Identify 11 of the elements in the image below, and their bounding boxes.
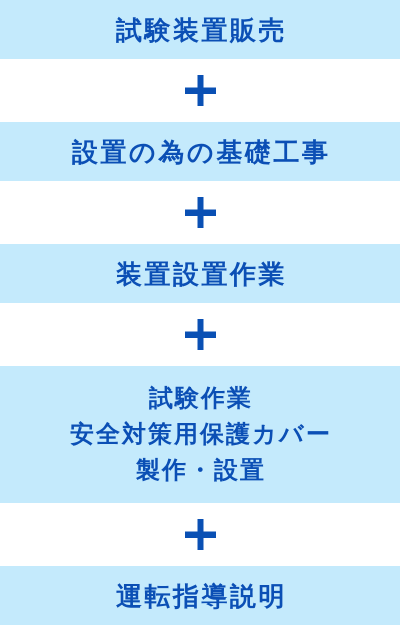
step-label: 運転指導説明 — [114, 580, 287, 612]
step-label: 安全対策用保護カバー製作・設置 — [69, 420, 333, 486]
step-band — [0, 122, 400, 181]
step-band — [0, 366, 400, 503]
step-label: 設置の為の基礎工事 — [70, 136, 330, 168]
step-label: 試験装置販売 — [114, 14, 287, 46]
step-band — [0, 566, 400, 625]
step-label: 装置設置作業 — [114, 258, 287, 290]
step-band — [0, 0, 400, 59]
step-label: 試験作業 — [148, 384, 253, 414]
step-band — [0, 244, 400, 303]
